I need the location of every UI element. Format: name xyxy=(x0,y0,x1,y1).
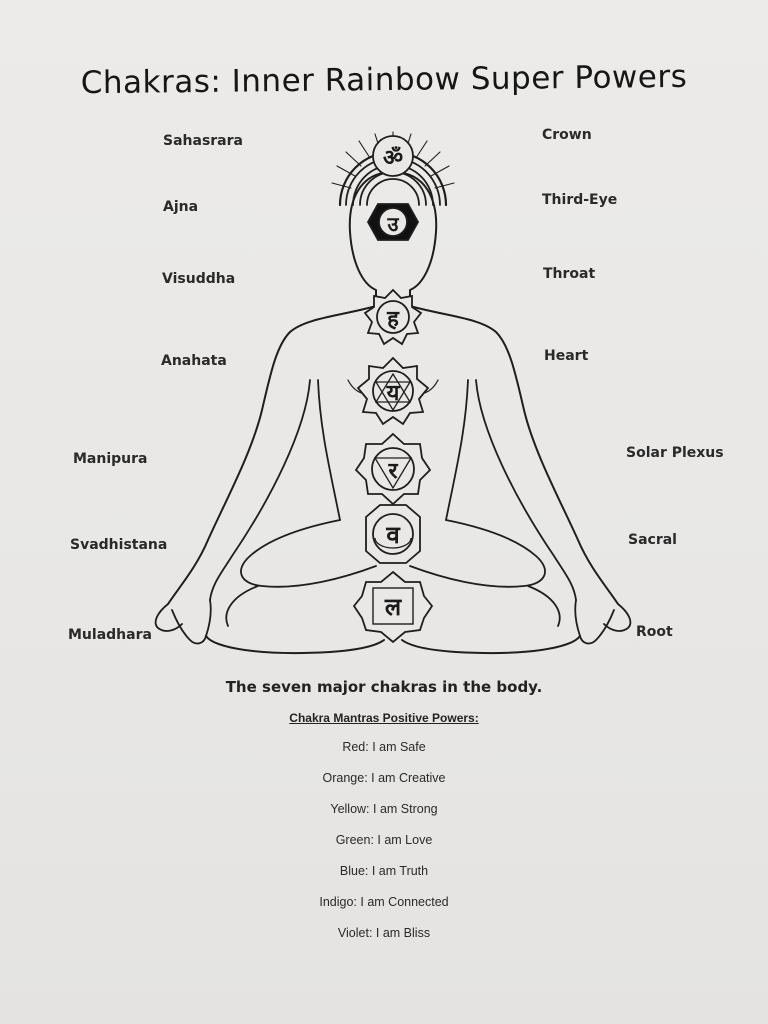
mantras-list: Red: I am Safe Orange: I am Creative Yel… xyxy=(0,740,768,957)
crown-chakra-icon xyxy=(372,135,414,177)
mantra-red: Red: I am Safe xyxy=(342,740,426,754)
mantra-indigo: Indigo: I am Connected xyxy=(319,895,449,909)
label-svadhistana: Svadhistana xyxy=(70,537,168,553)
solar-plexus-glyph: र xyxy=(388,459,399,484)
label-muladhara: Muladhara xyxy=(68,627,152,643)
mantra-yellow: Yellow: I am Strong xyxy=(330,802,438,816)
mantra-blue: Blue: I am Truth xyxy=(339,864,429,878)
mantras-heading: Chakra Mantras Positive Powers: xyxy=(289,711,479,725)
mantra-violet: Violet: I am Bliss xyxy=(337,926,431,940)
label-visuddha: Visuddha xyxy=(162,271,236,287)
root-glyph: ल xyxy=(384,593,403,621)
third-eye-glyph: उ xyxy=(387,212,400,236)
sacral-glyph: व xyxy=(385,521,401,549)
label-manipura: Manipura xyxy=(73,451,148,467)
mantra-green: Green: I am Love xyxy=(335,833,433,847)
label-heart: Heart xyxy=(544,348,589,364)
heart-glyph: य xyxy=(386,381,401,406)
figure-caption: The seven major chakras in the body. xyxy=(225,678,543,696)
label-sacral: Sacral xyxy=(628,532,677,548)
label-sahasrara: Sahasrara xyxy=(163,133,243,149)
label-anahata: Anahata xyxy=(161,353,227,369)
label-crown: Crown xyxy=(542,127,592,143)
mantra-orange: Orange: I am Creative xyxy=(322,771,446,785)
label-ajna: Ajna xyxy=(163,199,199,215)
label-solar-plexus: Solar Plexus xyxy=(626,445,724,461)
throat-glyph: ह xyxy=(386,307,400,332)
label-third-eye: Third-Eye xyxy=(542,192,618,208)
label-throat: Throat xyxy=(543,266,596,282)
om-glyph: ॐ xyxy=(383,146,403,171)
label-root: Root xyxy=(636,624,673,640)
